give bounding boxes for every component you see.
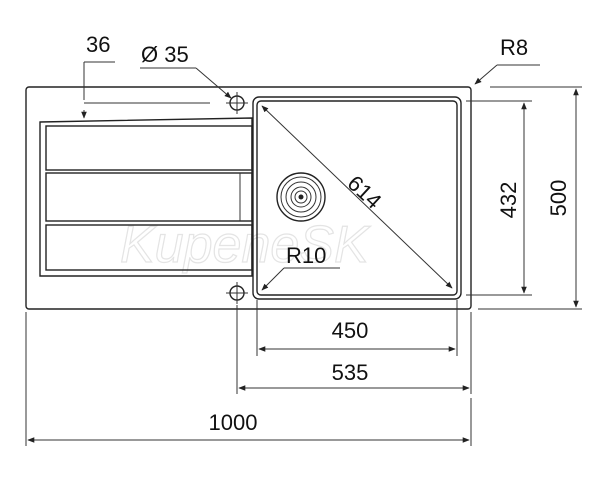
dimension-450: 450 [256,300,458,356]
svg-text:500: 500 [546,180,571,217]
dimension-r10: R10 [261,243,340,291]
dimension-r8: R8 [474,35,540,85]
svg-text:450: 450 [332,318,369,343]
faucet-hole-bottom [226,282,248,304]
dimension-535: 535 [236,305,472,394]
drainboard [39,117,253,277]
sink-outline [25,86,472,310]
svg-text:432: 432 [496,182,521,219]
svg-text:Ø 35: Ø 35 [141,42,189,67]
svg-text:R10: R10 [286,243,326,268]
dimension-500: 500 [478,86,582,310]
faucet-hole-top [226,92,248,114]
dimension-1000: 1000 [25,312,472,446]
svg-text:535: 535 [332,360,369,385]
svg-text:R8: R8 [500,35,528,60]
sink-bowl [252,96,462,300]
dimension-432: 432 [466,100,532,296]
dimension-drain-hole: Ø 35 [140,42,232,99]
svg-text:1000: 1000 [209,410,258,435]
dimension-36: 36 [81,32,210,119]
drain-strainer [276,172,326,222]
svg-text:36: 36 [86,32,110,57]
svg-text:614: 614 [343,170,387,213]
